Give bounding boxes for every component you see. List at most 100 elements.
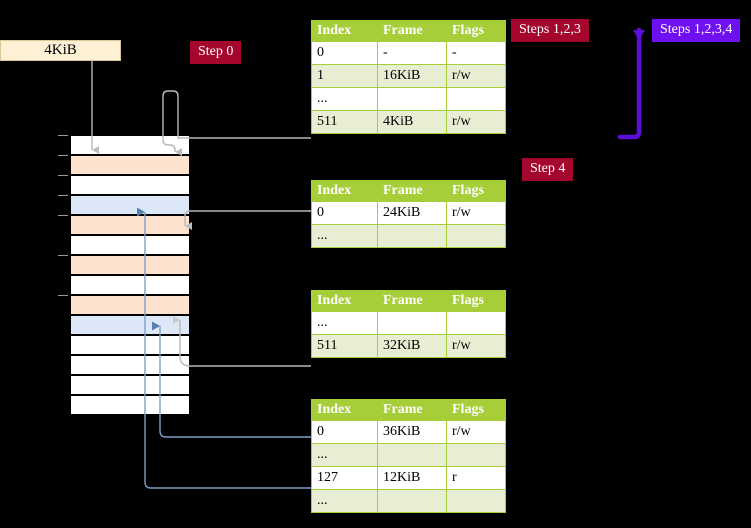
table-cell-flags: r/w: [446, 110, 506, 134]
table-header-row: Index Frame Flags: [311, 180, 506, 202]
memory-block: [70, 315, 190, 335]
column-header-index: Index: [311, 180, 378, 202]
table-cell-flags: r/w: [446, 420, 506, 444]
badge-steps-1234: Steps 1,2,3,4: [652, 19, 741, 42]
table-cell-index: 511: [311, 334, 378, 358]
table-cell-flags: r/w: [446, 201, 506, 225]
table-cell-frame: [377, 489, 447, 513]
table-cell-frame: 4KiB: [377, 110, 447, 134]
table-row: ...: [311, 87, 506, 111]
table-cell-index: ...: [311, 443, 378, 467]
table-cell-flags: [446, 311, 506, 335]
badge-step-4: Step 4: [522, 158, 574, 181]
table-cell-flags: [446, 87, 506, 111]
memory-block-tick: [58, 295, 68, 296]
badge-step-4-label: Step 4: [530, 161, 566, 176]
table-cell-index: 511: [311, 110, 378, 134]
memory-block: [70, 195, 190, 215]
table-cell-frame: 36KiB: [377, 420, 447, 444]
column-header-flags: Flags: [446, 399, 506, 421]
memory-block-tick: [58, 215, 68, 216]
table-cell-flags: r/w: [446, 334, 506, 358]
badge-steps-1234-label: Steps 1,2,3,4: [660, 22, 733, 37]
memory-block-tick: [58, 135, 68, 136]
table-header-row: Index Frame Flags: [311, 290, 506, 312]
table-cell-frame: 32KiB: [377, 334, 447, 358]
memory-block-tick: [58, 155, 68, 156]
table-cell-flags: [446, 224, 506, 248]
memory-block: [70, 135, 190, 155]
table-row: ...: [311, 311, 506, 335]
table-header-row: Index Frame Flags: [311, 399, 506, 421]
table-cell-index: ...: [311, 224, 378, 248]
table-cell-frame: 24KiB: [377, 201, 447, 225]
table-cell-index: ...: [311, 311, 378, 335]
table-cell-index: 0: [311, 420, 378, 444]
memory-block-tick: [58, 255, 68, 256]
table-cell-flags: r: [446, 466, 506, 490]
table-cell-index: ...: [311, 87, 378, 111]
column-header-flags: Flags: [446, 290, 506, 312]
table-cell-frame: 16KiB: [377, 64, 447, 88]
column-header-frame: Frame: [377, 290, 447, 312]
table-row: 0--: [311, 41, 506, 65]
table-cell-index: 1: [311, 64, 378, 88]
table-row: ...: [311, 489, 506, 513]
memory-block-tick: [58, 195, 68, 196]
badge-steps-123-label: Steps 1,2,3: [519, 22, 581, 37]
memory-size-label-box: 4KiB: [0, 40, 121, 61]
violet-step-bracket-arrow: [617, 27, 645, 140]
memory-block: [70, 175, 190, 195]
column-header-index: Index: [311, 399, 378, 421]
column-header-index: Index: [311, 20, 378, 42]
column-header-frame: Frame: [377, 20, 447, 42]
memory-block: [70, 375, 190, 395]
connector-memory-to-table2: [184, 210, 311, 230]
memory-block: [70, 275, 190, 295]
table-cell-frame: [377, 443, 447, 467]
table-cell-index: 0: [311, 41, 378, 65]
connector-memory-to-table3: [173, 316, 311, 367]
column-header-frame: Frame: [377, 180, 447, 202]
memory-block-tick: [58, 175, 68, 176]
table-cell-index: ...: [311, 489, 378, 513]
memory-block: [70, 355, 190, 375]
table-cell-index: 127: [311, 466, 378, 490]
table-cell-frame: 12KiB: [377, 466, 447, 490]
badge-step-0-label: Step 0: [198, 44, 234, 59]
column-header-flags: Flags: [446, 20, 506, 42]
memory-block: [70, 255, 190, 275]
table-cell-flags: -: [446, 41, 506, 65]
memory-block: [70, 235, 190, 255]
table-cell-index: 0: [311, 201, 378, 225]
column-header-frame: Frame: [377, 399, 447, 421]
memory-block: [70, 215, 190, 235]
table-cell-frame: -: [377, 41, 447, 65]
memory-block: [70, 395, 190, 415]
badge-steps-123: Steps 1,2,3: [511, 19, 589, 42]
badge-step-0: Step 0: [190, 41, 242, 64]
column-header-flags: Flags: [446, 180, 506, 202]
table-cell-flags: [446, 489, 506, 513]
table-cell-frame: [377, 87, 447, 111]
memory-block: [70, 155, 190, 175]
table-row: ...: [311, 224, 506, 248]
column-header-index: Index: [311, 290, 378, 312]
table-cell-frame: [377, 311, 447, 335]
table-header-row: Index Frame Flags: [311, 20, 506, 42]
table-cell-frame: [377, 224, 447, 248]
